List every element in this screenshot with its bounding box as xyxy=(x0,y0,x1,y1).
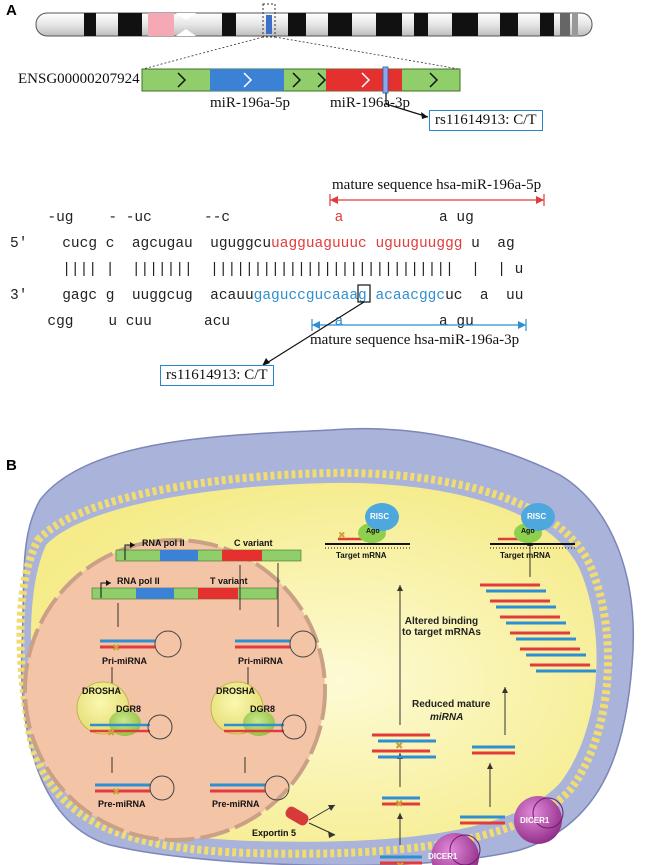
risc-right-label: RISC xyxy=(527,512,547,521)
altered-binding-label: Altered binding to target mRNAs xyxy=(402,616,481,638)
panel-a-letter: A xyxy=(6,2,17,19)
svg-text:✖: ✖ xyxy=(112,787,120,798)
target-mrna-left-label: Target mRNA xyxy=(336,551,387,560)
rna-pol-1-label: RNA pol II xyxy=(142,538,185,548)
reduced-mature-label-2: miRNA xyxy=(430,712,464,723)
pri-mirna-right-label: Pri-miRNA xyxy=(238,656,284,666)
mature-3p-bracket xyxy=(261,284,527,367)
drosha-right-label: DROSHA xyxy=(216,686,256,696)
exportin-label: Exportin 5 xyxy=(252,828,297,838)
t-variant-label: T variant xyxy=(210,576,248,586)
ago-left-label: Ago xyxy=(366,528,380,535)
chromosome-ideogram xyxy=(35,12,593,37)
pre-mirna-right xyxy=(210,775,290,801)
hairpin-line-2: 5' cucg c agcugau uguggcuuagguaguuuc ugu… xyxy=(10,236,515,252)
snp-box-top: rs11614913: C/T xyxy=(429,110,543,131)
mature-3p-caption: mature sequence hsa-miR-196a-3p xyxy=(310,332,520,348)
risc-left: ✖ xyxy=(325,503,410,549)
panel-b-letter: B xyxy=(6,457,17,474)
hairpin-line-4: 3' gagc g uuggcug acauugaguccgucaaag aca… xyxy=(10,288,524,304)
c-variant-label: C variant xyxy=(234,538,273,548)
hairpin-line-3: |||| | ||||||| |||||||||||||||||||||||||… xyxy=(10,262,524,278)
dicer-left xyxy=(431,833,481,865)
hairpin-line-5: cgg u cuu acu a a gu xyxy=(30,314,474,330)
pri-mirna-hairpin-left: ✖ xyxy=(100,630,182,658)
gene-structure xyxy=(141,66,461,94)
dicer-1-label: DICER1 xyxy=(428,852,458,861)
cyto-right-mature xyxy=(480,583,596,673)
mature-5p-caption: mature sequence hsa-miR-196a-5p xyxy=(332,177,542,193)
chromosome-map xyxy=(35,3,593,119)
nucleus xyxy=(23,538,327,842)
target-mrna-right-label: Target mRNA xyxy=(500,551,551,560)
pre-mirna-left-label: Pre-miRNA xyxy=(98,799,146,809)
mir-5p-label: miR-196a-5p xyxy=(210,95,290,111)
pre-mirna-left: ✖ xyxy=(95,775,175,801)
cell-illustration: ✖ ✖ ✖ xyxy=(16,427,634,865)
drosha-complex-left: ✖ xyxy=(76,681,173,740)
svg-text:✖: ✖ xyxy=(338,530,346,540)
gene-id-label: ENSG00000207924 xyxy=(18,71,140,87)
hairpin-line-1: -ug - -uc --c a a ug xyxy=(30,210,474,226)
drosha-complex-right xyxy=(210,681,307,740)
rna-pol-2-label: RNA pol II xyxy=(117,576,160,586)
snp-box-bottom: rs11614913: C/T xyxy=(160,365,274,386)
ago-right-label: Ago xyxy=(521,528,535,535)
cell-membrane-dots xyxy=(16,468,612,858)
risc-left-label: RISC xyxy=(370,512,390,521)
svg-text:✖: ✖ xyxy=(396,861,404,865)
pri-mirna-left-label: Pri-miRNA xyxy=(102,656,148,666)
exportin-channel-icon xyxy=(285,804,336,838)
dgr8-left-label: DGR8 xyxy=(116,704,142,714)
dgr8-right-label: DGR8 xyxy=(250,704,276,714)
mir-3p-label: miR-196a-3p xyxy=(330,95,410,111)
dicer-2-label: DICER1 xyxy=(520,816,550,825)
drosha-left-label: DROSHA xyxy=(82,686,122,696)
cyto-left-duplex: ✖ xyxy=(382,796,420,810)
svg-text:✖: ✖ xyxy=(107,728,115,739)
gene-t-variant xyxy=(91,580,278,600)
dicer-right xyxy=(514,796,564,844)
gene-c-variant xyxy=(115,542,302,562)
svg-text:✖: ✖ xyxy=(395,741,403,752)
risc-right xyxy=(490,503,575,549)
cyto-right-duplex xyxy=(472,745,515,755)
svg-text:✖: ✖ xyxy=(112,643,120,654)
pre-mirna-right-label: Pre-miRNA xyxy=(212,799,260,809)
cyto-right-pre xyxy=(460,815,505,825)
svg-text:✖: ✖ xyxy=(395,799,403,810)
cyto-left-mature: ✖ xyxy=(372,733,436,759)
cyto-left-pre: ✖ xyxy=(380,855,422,865)
pri-mirna-hairpin-right xyxy=(235,630,317,658)
reduced-mature-label-1: Reduced mature xyxy=(412,699,491,710)
mature-5p-bracket xyxy=(329,194,545,206)
